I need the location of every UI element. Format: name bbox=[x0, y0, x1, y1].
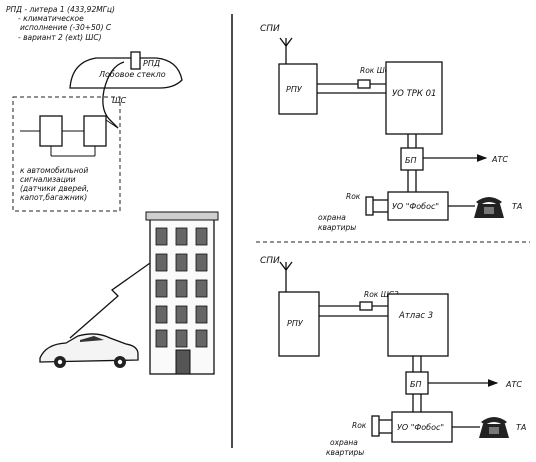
car-icon bbox=[39, 333, 139, 368]
building-window bbox=[175, 227, 188, 246]
bottom-rok-label: Rок bbox=[352, 421, 367, 430]
top-resistor bbox=[357, 79, 371, 89]
radio-signal-icon bbox=[69, 255, 161, 339]
bottom-antenna-label: СПИ bbox=[260, 256, 280, 266]
top-antenna-label: СПИ bbox=[260, 24, 280, 34]
rpd-transmitter-icon bbox=[130, 51, 141, 70]
alarm-dashed-box bbox=[12, 96, 121, 212]
alarm-module-box bbox=[39, 115, 63, 147]
rpd-note-line-1: РПД - литера 1 (433,92МГц) bbox=[6, 5, 115, 14]
building-window bbox=[195, 227, 208, 246]
bottom-resistor bbox=[359, 301, 373, 311]
top-guard-label-2: квартиры bbox=[318, 223, 356, 232]
building-window bbox=[175, 279, 188, 298]
bottom-main-device-label: Атлас 3 bbox=[398, 311, 433, 321]
shs-label: ШС bbox=[112, 96, 127, 105]
top-uo-label: УО "Фобос" bbox=[392, 202, 439, 211]
shs-cable bbox=[102, 61, 125, 129]
top-rok-resistor bbox=[365, 196, 374, 216]
building-window bbox=[155, 329, 168, 348]
top-ats-label: АТС bbox=[491, 155, 508, 164]
top-rpu-label: РПУ bbox=[286, 85, 303, 94]
bottom-ta-label: ТА bbox=[516, 423, 526, 432]
bottom-rpu-label: РПУ bbox=[287, 319, 304, 328]
rpd-note-line-2: - климатическое bbox=[18, 14, 84, 23]
building-window bbox=[175, 253, 188, 272]
alarm-sensor-box bbox=[83, 115, 107, 147]
building-window bbox=[155, 253, 168, 272]
building-window bbox=[175, 329, 188, 348]
bottom-phone-icon bbox=[479, 417, 509, 438]
building-window bbox=[195, 253, 208, 272]
bottom-rok-resistor bbox=[371, 415, 380, 437]
building-window bbox=[195, 279, 208, 298]
rpd-label: РПД bbox=[143, 59, 160, 68]
top-antenna-icon bbox=[279, 37, 293, 64]
top-uo-box bbox=[387, 191, 449, 221]
building-window bbox=[175, 305, 188, 324]
bottom-uo-box bbox=[391, 411, 453, 443]
bottom-guard-label-2: квартиры bbox=[326, 448, 364, 457]
top-bp-box bbox=[400, 147, 424, 171]
bottom-ats-label: АТС bbox=[505, 380, 522, 389]
rpd-note-line-4: - вариант 2 (ext) ШС) bbox=[18, 33, 102, 42]
bottom-rpu-box bbox=[278, 291, 320, 357]
top-main-device-label: УО ТРК 01 bbox=[392, 89, 436, 99]
top-rok-label: Rок bbox=[346, 192, 361, 201]
top-phone-icon bbox=[474, 197, 504, 218]
top-bp-label: БП bbox=[405, 156, 417, 165]
building-window bbox=[195, 305, 208, 324]
top-main-device-box bbox=[385, 61, 443, 135]
building-window bbox=[155, 279, 168, 298]
bottom-scheme: СПИ РПУ Rок ШС2 Атлас 3 БП АТС УО "Фобос… bbox=[260, 256, 526, 457]
building-window bbox=[155, 227, 168, 246]
bottom-resistor-label: Rок ШС2 bbox=[364, 290, 399, 299]
rpd-note-line-3: исполнение (-30+50) С bbox=[20, 23, 112, 32]
building-icon bbox=[145, 211, 219, 375]
top-scheme: СПИ РПУ Rок ШС2 УО ТРК 01 БП АТС УО "Фоб… bbox=[260, 24, 522, 232]
top-guard-label: охрана bbox=[318, 213, 346, 222]
bottom-main-device-box bbox=[387, 293, 449, 357]
bottom-bp-label: БП bbox=[410, 380, 422, 389]
windshield-shape bbox=[69, 57, 183, 89]
bottom-antenna-icon bbox=[279, 261, 293, 292]
car-alarm-line-4: капот,багажник) bbox=[20, 193, 87, 202]
left-panel: РПД - литера 1 (433,92МГц) - климатическ… bbox=[6, 5, 219, 375]
top-rpu-box bbox=[278, 63, 318, 115]
alarm-wire bbox=[105, 119, 119, 129]
windshield-label: Лобовое стекло bbox=[98, 70, 166, 79]
top-resistor-label: Rок ШС2 bbox=[360, 66, 395, 75]
top-ta-label: ТА bbox=[512, 202, 522, 211]
car-alarm-line-1: к автомобильной bbox=[20, 166, 88, 175]
bottom-uo-label: УО "Фобос" bbox=[397, 423, 444, 432]
bottom-guard-label: охрана bbox=[330, 438, 358, 447]
car-alarm-line-3: (датчики дверей, bbox=[20, 184, 89, 193]
building-window bbox=[195, 329, 208, 348]
building-window bbox=[155, 305, 168, 324]
car-alarm-line-2: сигнализации bbox=[20, 175, 76, 184]
